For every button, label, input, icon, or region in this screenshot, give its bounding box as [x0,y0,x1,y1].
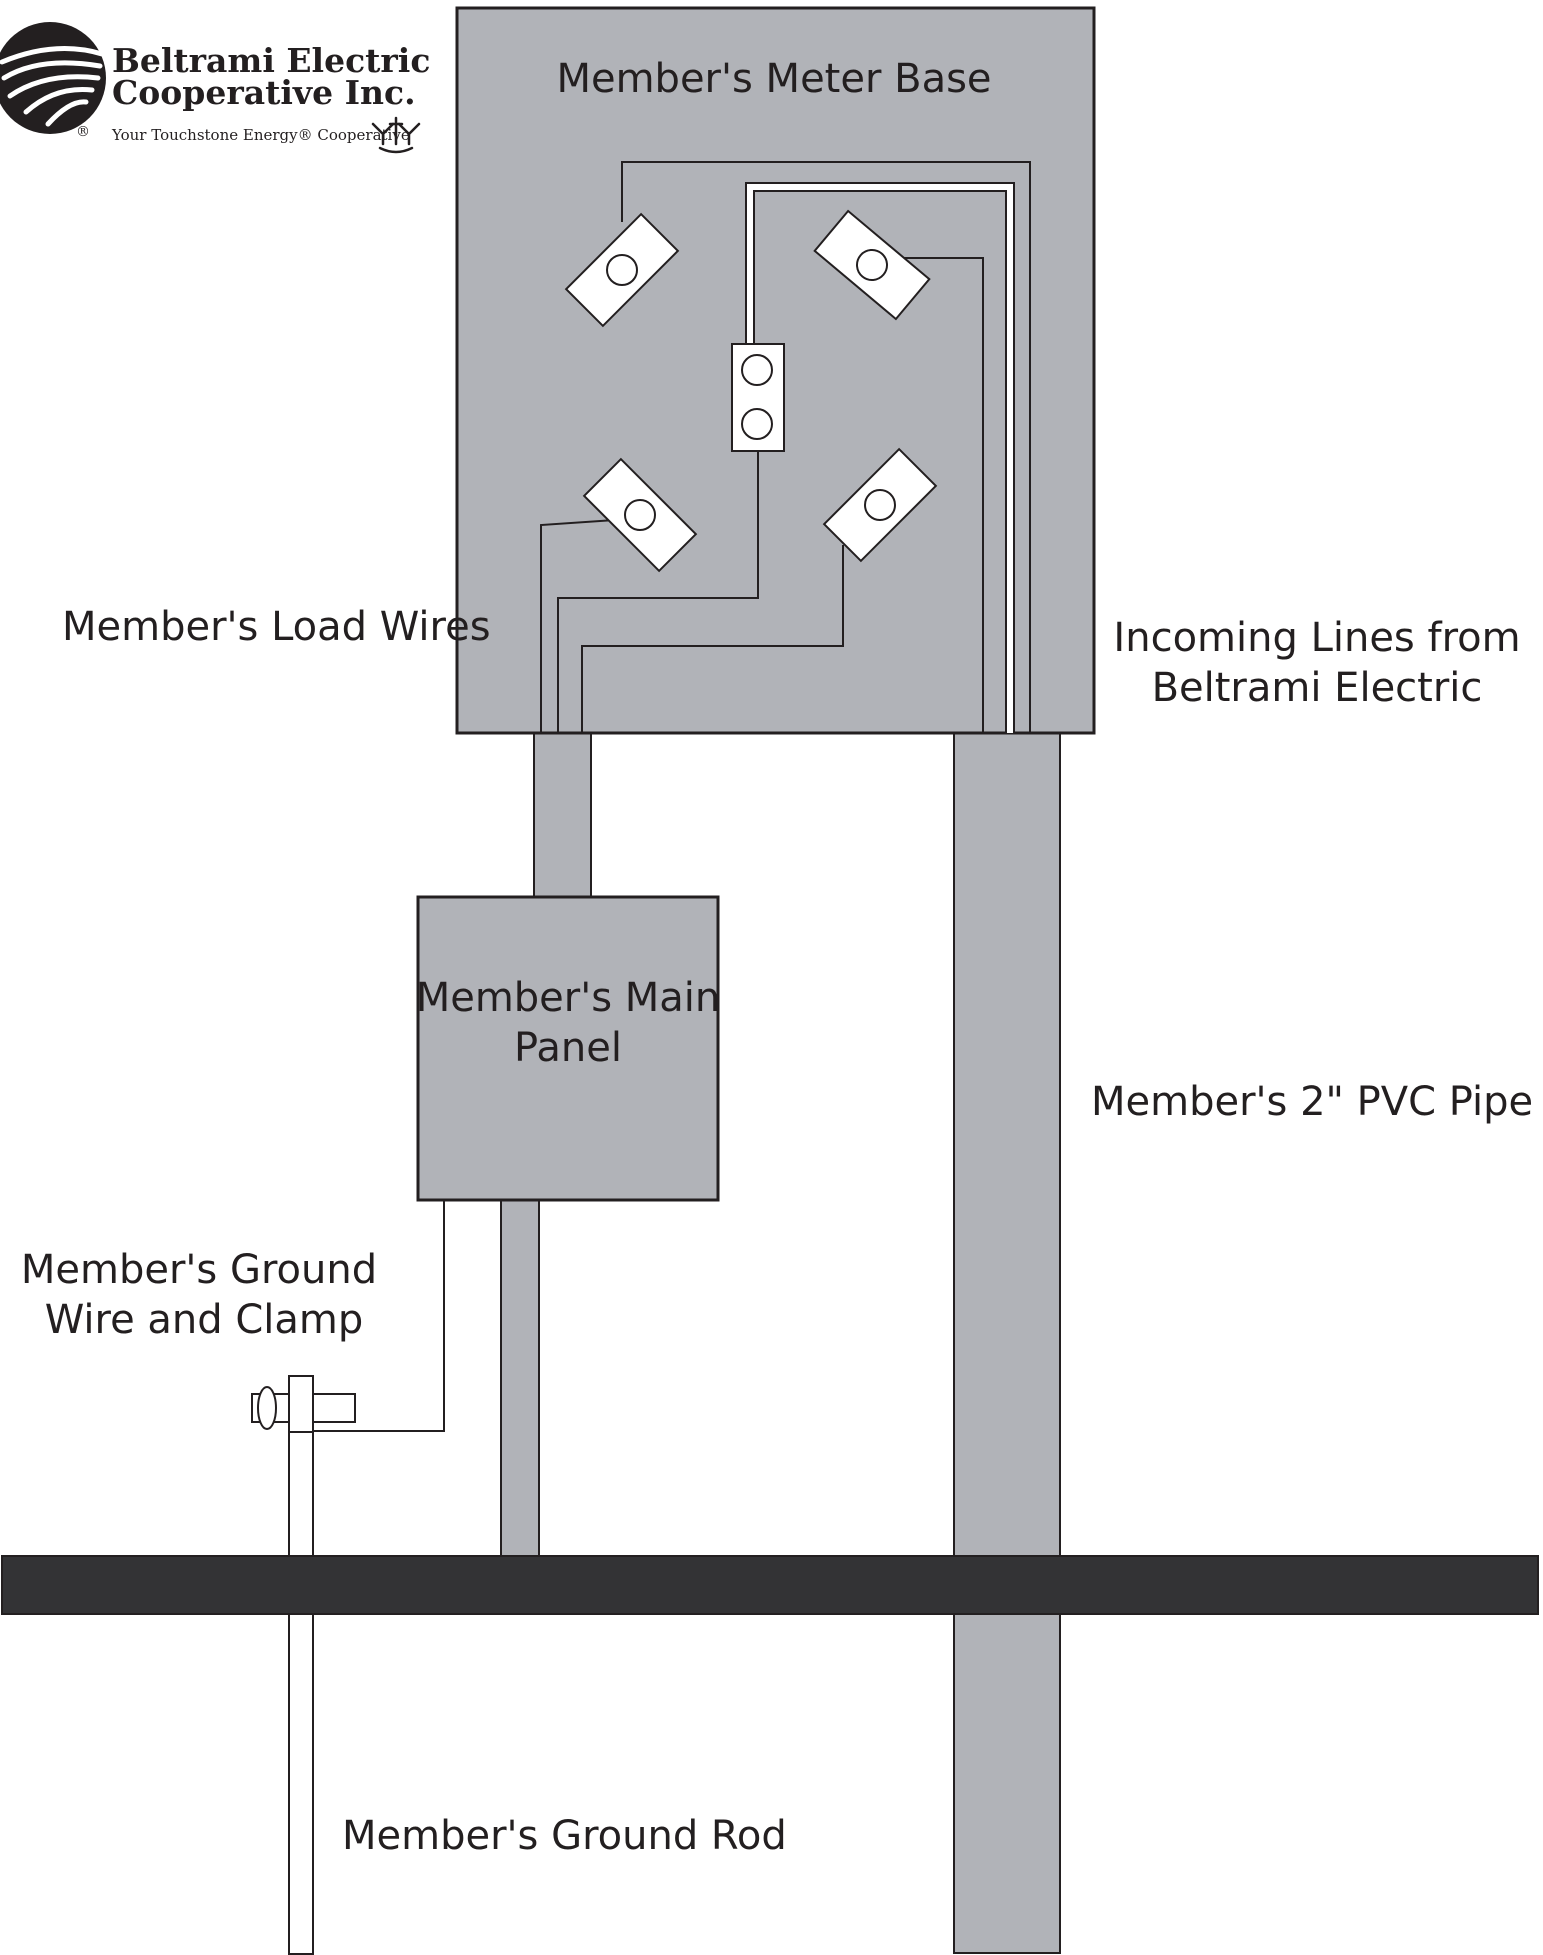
incoming-lines-label-1: Incoming Lines from [1113,615,1520,661]
meter-jaw-bottom-right [822,447,938,563]
logo-name-line1: Beltrami Electric [112,41,430,80]
load-wires-label: Member's Load Wires [62,604,491,650]
main-panel-label-1: Member's Main [416,975,721,1021]
ground-clamp [251,1375,356,1433]
load-wires [540,452,844,733]
meter-base-label: Member's Meter Base [556,56,991,102]
main-panel-box [416,895,720,1202]
ground-wire-label-1: Member's Ground [21,1247,377,1293]
ground-wire [313,1200,445,1432]
pvc-pipe [953,731,1061,1954]
touchstone-energy-icon [371,116,421,154]
ground-rod-label: Member's Ground Rod [342,1813,787,1859]
meter-neutral-block [731,343,785,452]
meter-jaw-bottom-left [582,457,698,573]
ground-rod [288,1375,314,1955]
ground-surface [1,1555,1539,1615]
logo-stripes-icon [0,46,105,127]
logo-name-line2: Cooperative Inc. [112,73,416,112]
main-panel-label-2: Panel [514,1025,622,1071]
ground-wire-label-2: Wire and Clamp [45,1297,364,1343]
pvc-pipe-label: Member's 2" PVC Pipe [1091,1079,1533,1125]
meter-jaw-top-right [813,209,931,321]
incoming-lines-label-2: Beltrami Electric [1152,665,1483,711]
logo-registered-mark: ® [76,124,90,140]
logo-tagline: Your Touchstone Energy® Cooperative [111,126,410,144]
meter-jaw-top-left [564,212,680,328]
beltrami-electric-logo: Beltrami Electric Cooperative Inc. ® You… [0,22,430,154]
load-conduit [533,732,592,898]
incoming-lines [621,161,1031,733]
panel-ground-conduit [500,1199,540,1557]
